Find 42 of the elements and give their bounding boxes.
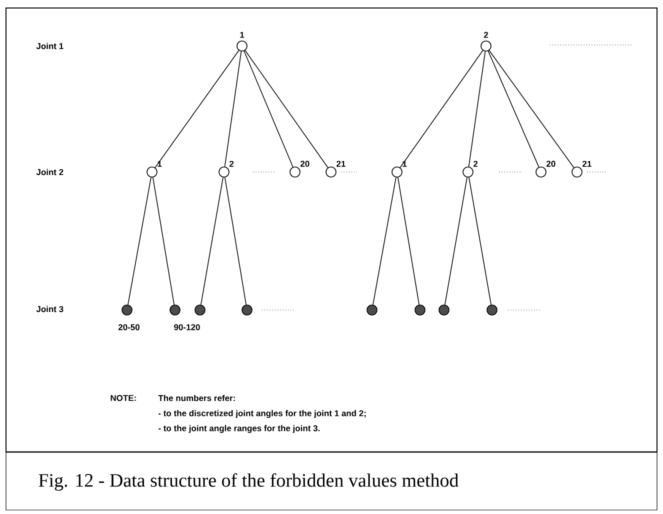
node-number: 20-50 <box>118 324 140 330</box>
filled-dot <box>242 304 252 316</box>
level-label: Joint 3 <box>36 306 64 312</box>
filled-dot <box>438 304 450 316</box>
tree-line <box>244 50 328 168</box>
tree-line <box>400 50 484 168</box>
node-number: 2 <box>230 160 234 167</box>
tree-line <box>488 50 574 168</box>
tree-line <box>128 176 152 306</box>
tree-line <box>224 176 247 306</box>
node-number: 20 <box>300 160 310 167</box>
node-number: 21 <box>582 160 592 167</box>
level-label: Joint 1 <box>36 42 64 50</box>
filled-dot <box>366 304 378 316</box>
node-number: 90-120 <box>174 324 200 330</box>
note-text: - to the joint angle ranges for the joint 3. <box>158 425 320 433</box>
tree-line <box>244 50 294 168</box>
filled-dot <box>486 304 498 316</box>
note-text: - to the discretized joint angles for the joint 1 and 2; <box>158 410 366 418</box>
node-number: 2 <box>484 32 488 38</box>
filled-dot <box>194 304 206 316</box>
tree-line <box>154 50 240 168</box>
node-number: 20 <box>546 160 556 167</box>
figure-caption: Fig. 12 - Data structure of the forbidden values method <box>38 473 459 491</box>
node-number: 21 <box>336 160 346 167</box>
node-number: 1 <box>158 160 162 167</box>
tree-line <box>468 176 492 306</box>
tree-line <box>444 176 468 306</box>
tree-line <box>200 176 224 306</box>
level-label: Joint 2 <box>36 168 64 176</box>
tree-line <box>152 176 175 306</box>
filled-dot <box>414 304 426 316</box>
note-text: NOTE: <box>110 395 136 401</box>
tree-line <box>398 176 420 306</box>
node-number: 1 <box>240 32 244 38</box>
tree-line <box>468 50 486 168</box>
tree-line <box>224 50 242 168</box>
tree-line <box>488 50 540 168</box>
note-text: The numbers refer: <box>158 394 235 402</box>
tree-line <box>372 176 396 306</box>
node-number: 1 <box>402 160 407 167</box>
node-number: 2 <box>474 160 478 167</box>
